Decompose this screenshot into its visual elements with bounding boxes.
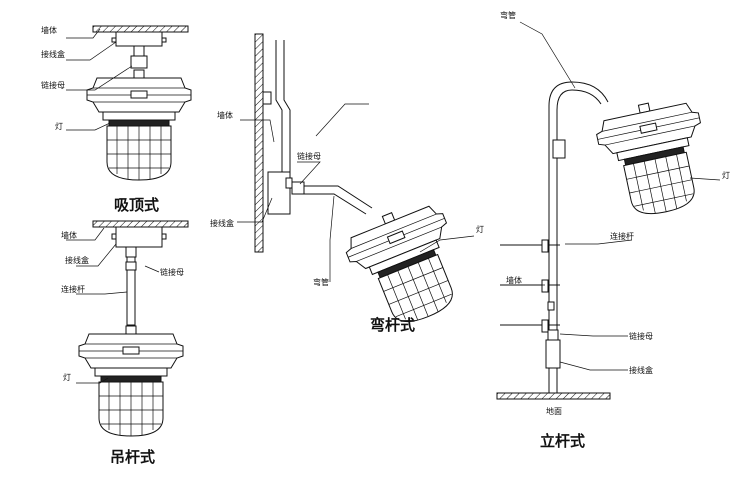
label-chain-nut-3: 链接母 bbox=[297, 151, 321, 161]
label-lamp-2: 灯 bbox=[63, 372, 71, 382]
bent-arm-mount-figure: 墙体 链接母 接线盒 弯管 灯 弯杆式 bbox=[210, 33, 484, 337]
label-bent-pipe: 弯管 bbox=[313, 277, 329, 287]
ceiling-mount-figure: 墙体 接线盒 链接母 灯 吸顶式 bbox=[41, 25, 192, 214]
pole-bent-pipe bbox=[548, 81, 609, 393]
label-wall-2: 墙体 bbox=[61, 230, 77, 240]
pendant-junction-box bbox=[115, 226, 163, 248]
ceiling-lamp bbox=[86, 69, 192, 181]
bent-arm-pipe bbox=[304, 185, 373, 215]
bent-arm-wall bbox=[254, 33, 264, 253]
title-ceiling: 吸顶式 bbox=[114, 196, 159, 214]
label-junction-box: 接线盒 bbox=[41, 49, 65, 59]
label-chain-nut-4: 链接母 bbox=[629, 331, 653, 341]
pole-ground bbox=[496, 392, 611, 400]
label-junction-box-4: 接线盒 bbox=[629, 365, 653, 375]
label-lamp: 灯 bbox=[55, 121, 63, 131]
label-chain-nut-2: 链接母 bbox=[160, 267, 184, 277]
label-junction-box-2: 接线盒 bbox=[65, 255, 89, 265]
label-chain-nut: 链接母 bbox=[41, 80, 65, 90]
title-pole: 立杆式 bbox=[540, 432, 585, 450]
pendant-connecting-rod bbox=[126, 256, 136, 326]
label-lamp-3: 灯 bbox=[476, 224, 484, 234]
ceiling-wall-block bbox=[92, 25, 189, 33]
label-connecting-rod: 连接杆 bbox=[61, 284, 85, 294]
pole-chain-nut bbox=[547, 329, 559, 341]
label-lamp-4: 灯 bbox=[722, 170, 730, 180]
bent-arm-lamp bbox=[338, 194, 477, 337]
label-connecting-rod-2: 连接杆 bbox=[610, 231, 634, 241]
pendant-mount-figure: 墙体 接线盒 连接杆 灯 链接母 吊杆式 bbox=[61, 220, 189, 466]
ceiling-junction-box bbox=[115, 31, 163, 47]
label-junction-box-3: 接线盒 bbox=[210, 218, 234, 228]
pendant-lamp bbox=[78, 325, 184, 437]
label-wall-4: 墙体 bbox=[506, 275, 522, 285]
pole-mount-figure: 弯管 连接杆 墙体 链接母 接线盒 灯 地面 立杆式 bbox=[496, 10, 730, 450]
pole-lamp bbox=[591, 92, 718, 224]
pole-junction-box bbox=[545, 339, 561, 369]
label-bent-pipe-2: 弯管 bbox=[500, 10, 516, 20]
pendant-wall-block bbox=[92, 220, 189, 228]
bent-arm-junction-box bbox=[267, 171, 291, 215]
label-wall: 墙体 bbox=[41, 25, 57, 35]
title-bent-arm: 弯杆式 bbox=[370, 316, 415, 334]
label-wall-3: 墙体 bbox=[217, 110, 233, 120]
label-ground: 地面 bbox=[546, 406, 562, 416]
title-pendant: 吊杆式 bbox=[110, 448, 155, 466]
